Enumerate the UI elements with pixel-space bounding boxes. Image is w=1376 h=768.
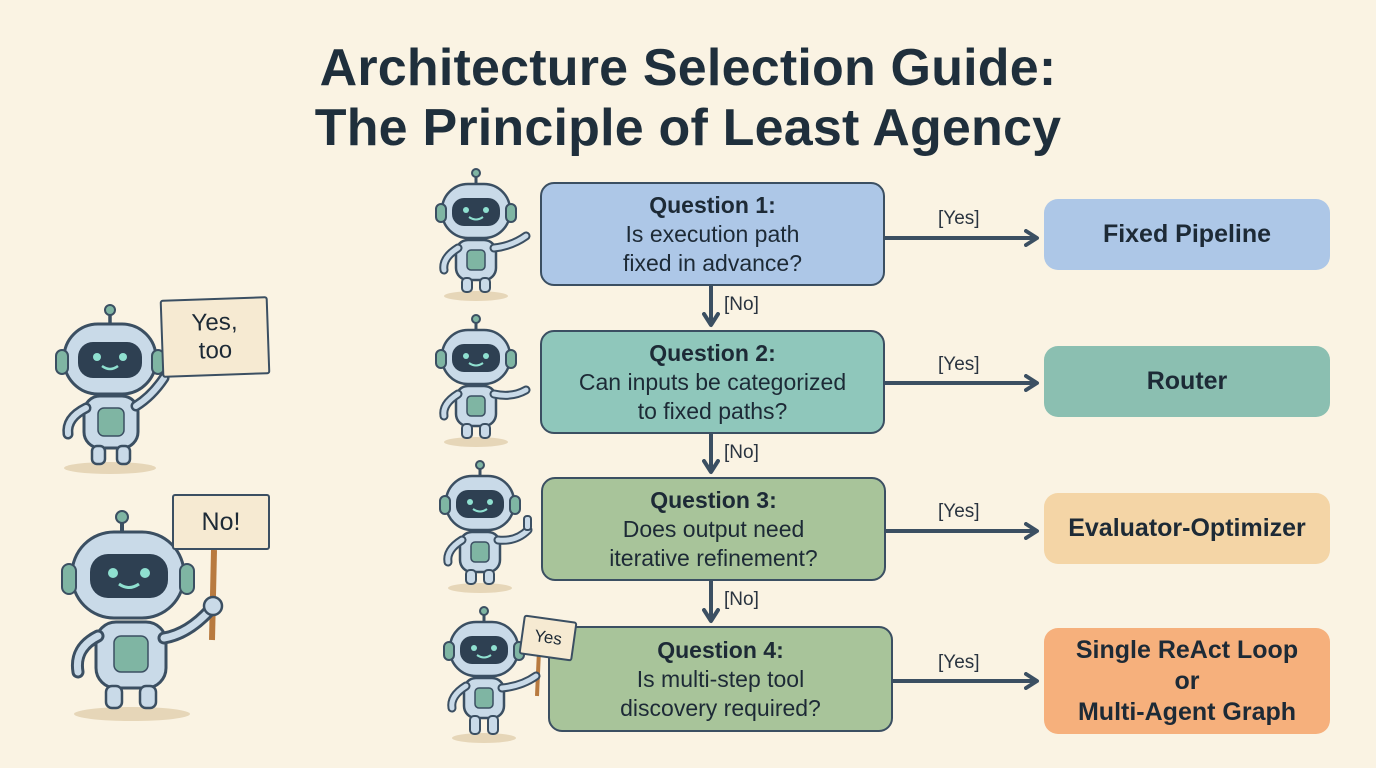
question-3-title: Question 3: (650, 486, 777, 513)
question-1-box: Question 1: Is execution path fixed in a… (540, 182, 885, 286)
yes-too-sign-line-2: too (198, 336, 233, 365)
question-4-box: Question 4: Is multi-step tool discovery… (548, 626, 893, 732)
robot-icon (55, 304, 170, 474)
yes-label-1: [Yes] (938, 208, 980, 229)
outcome-4-label-line-2: or (1174, 666, 1200, 695)
outcome-evaluator-optimizer: Evaluator-Optimizer (1044, 493, 1330, 564)
no-label-3: [No] (724, 589, 759, 610)
outcome-1-label: Fixed Pipeline (1102, 220, 1272, 248)
outcome-2-label: Router (1146, 367, 1228, 395)
question-4-title: Question 4: (657, 636, 784, 663)
outcome-react-or-multi-agent: Single ReAct Loop or Multi-Agent Graph (1044, 628, 1330, 734)
yes-too-sign-line-1: Yes, (191, 308, 238, 337)
robot-icon (443, 606, 541, 743)
outcome-3-label: Evaluator-Optimizer (1068, 514, 1306, 542)
no-label-2: [No] (724, 442, 759, 463)
no-sign: No! (172, 494, 270, 550)
small-yes-sign-text: Yes (533, 626, 564, 649)
outcome-fixed-pipeline: Fixed Pipeline (1044, 199, 1330, 270)
no-sign-text: No! (201, 507, 241, 536)
outcome-4-label-line-3: Multi-Agent Graph (1077, 697, 1297, 726)
question-4-text-line-1: Is multi-step tool (636, 665, 805, 692)
question-2-title: Question 2: (649, 339, 776, 366)
robot-icon (439, 460, 533, 593)
yes-label-2: [Yes] (938, 354, 980, 375)
question-1-title: Question 1: (649, 191, 776, 218)
question-2-text-line-1: Can inputs be categorized (578, 368, 847, 395)
robot-icon (61, 510, 224, 721)
question-1-text-line-1: Is execution path (625, 220, 800, 247)
no-label-1: [No] (724, 294, 759, 315)
question-3-text-line-1: Does output need (622, 515, 805, 542)
title-line-1: Architecture Selection Guide: (319, 39, 1057, 97)
question-3-text-line-2: iterative refinement? (609, 544, 818, 571)
outcome-router: Router (1044, 346, 1330, 417)
small-yes-sign: Yes (518, 614, 578, 662)
question-2-box: Question 2: Can inputs be categorized to… (540, 330, 885, 434)
question-4-text-line-2: discovery required? (620, 694, 821, 721)
question-1-text-line-2: fixed in advance? (622, 249, 802, 276)
robot-icon (435, 314, 531, 447)
question-2-text-line-2: to fixed paths? (637, 397, 788, 424)
yes-label-3: [Yes] (938, 501, 980, 522)
outcome-4-label-line-1: Single ReAct Loop (1075, 635, 1299, 664)
question-3-box: Question 3: Does output need iterative r… (541, 477, 886, 581)
robot-icon (435, 168, 531, 301)
yes-label-4: [Yes] (938, 652, 980, 673)
title-line-2: The Principle of Least Agency (314, 99, 1062, 157)
yes-too-sign: Yes, too (159, 296, 271, 378)
page-title: Architecture Selection Guide: The Princi… (0, 38, 1376, 158)
